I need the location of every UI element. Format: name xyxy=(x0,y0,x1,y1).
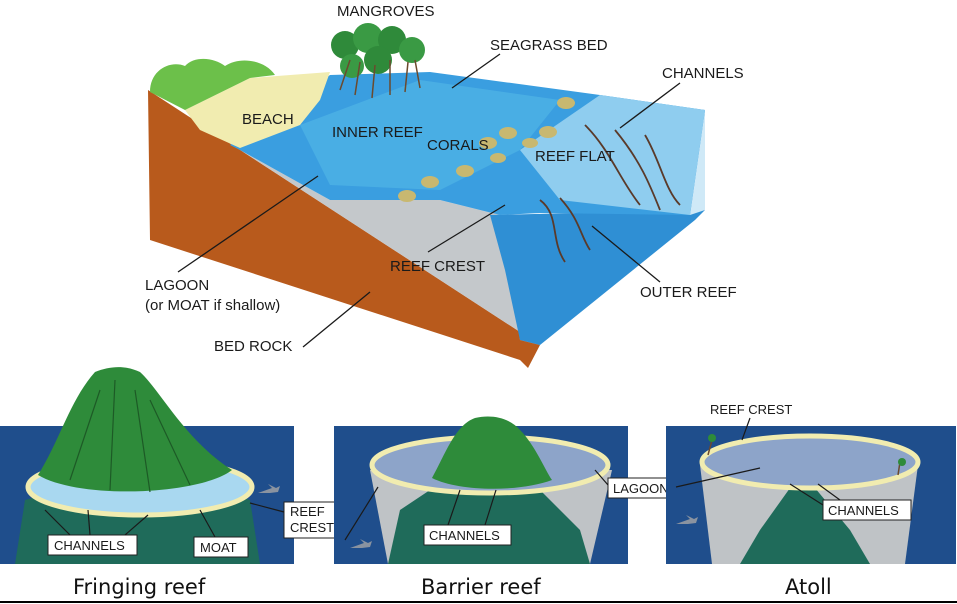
barrier-lagoon-label: LAGOON xyxy=(613,481,669,496)
top-labels: MANGROVES SEAGRASS BED CHANNELS BEACH IN… xyxy=(145,3,744,355)
beach xyxy=(185,72,330,148)
label-channels-top: CHANNELS xyxy=(662,65,744,82)
fringing-moat-label: MOAT xyxy=(200,540,237,555)
shore-vegetation xyxy=(150,58,275,110)
channel-grooves xyxy=(539,124,681,263)
reef-cross-section xyxy=(148,23,705,368)
label-seagrass: SEAGRASS BED xyxy=(490,37,608,54)
fringing-crest-label-1: REEF xyxy=(290,504,325,519)
outer-reef-face xyxy=(490,210,705,345)
fringing-crest-label-2: CREST xyxy=(290,520,334,535)
coral-clumps xyxy=(398,97,575,202)
label-outer-reef: OUTER REEF xyxy=(640,284,737,301)
palm-tree-icon xyxy=(707,434,906,476)
fringing-reef-panel: CHANNELS MOAT REEF CREST Fringing reef xyxy=(0,367,345,599)
bed-rock-face xyxy=(148,90,540,368)
reef-flat-surface xyxy=(520,95,705,215)
atoll-crest-label: REEF CREST xyxy=(710,402,792,417)
label-inner-reef: INNER REEF xyxy=(332,124,423,141)
mangrove-trees xyxy=(331,23,425,99)
label-reef-crest-top: REEF CREST xyxy=(390,258,485,275)
label-beach: BEACH xyxy=(242,111,294,128)
label-reef-flat: REEF FLAT xyxy=(535,148,615,165)
atoll-channels-label: CHANNELS xyxy=(828,503,899,518)
barrier-reef-panel: CHANNELS LAGOON Barrier reef xyxy=(334,416,677,599)
barrier-island xyxy=(432,416,552,489)
shark-icon xyxy=(676,515,698,524)
label-lagoon-note: (or MOAT if shallow) xyxy=(145,297,280,314)
fringing-channels-label: CHANNELS xyxy=(54,538,125,553)
label-bed-rock: BED ROCK xyxy=(214,338,292,355)
caption-atoll: Atoll xyxy=(785,575,832,599)
atoll-lagoon xyxy=(699,433,921,491)
shark-icon xyxy=(258,484,280,493)
barrier-channels-label: CHANNELS xyxy=(429,528,500,543)
label-lagoon: LAGOON xyxy=(145,277,209,294)
shark-icon xyxy=(350,539,372,548)
fringing-volcano xyxy=(38,367,232,492)
atoll-panel: REEF CREST CHANNELS Atoll xyxy=(666,402,956,599)
label-mangroves: MANGROVES xyxy=(337,3,435,20)
label-corals: CORALS xyxy=(427,137,489,154)
rock-layer xyxy=(148,90,540,345)
caption-fringing: Fringing reef xyxy=(73,575,206,599)
caption-barrier: Barrier reef xyxy=(421,575,541,599)
atoll-core xyxy=(740,488,870,564)
